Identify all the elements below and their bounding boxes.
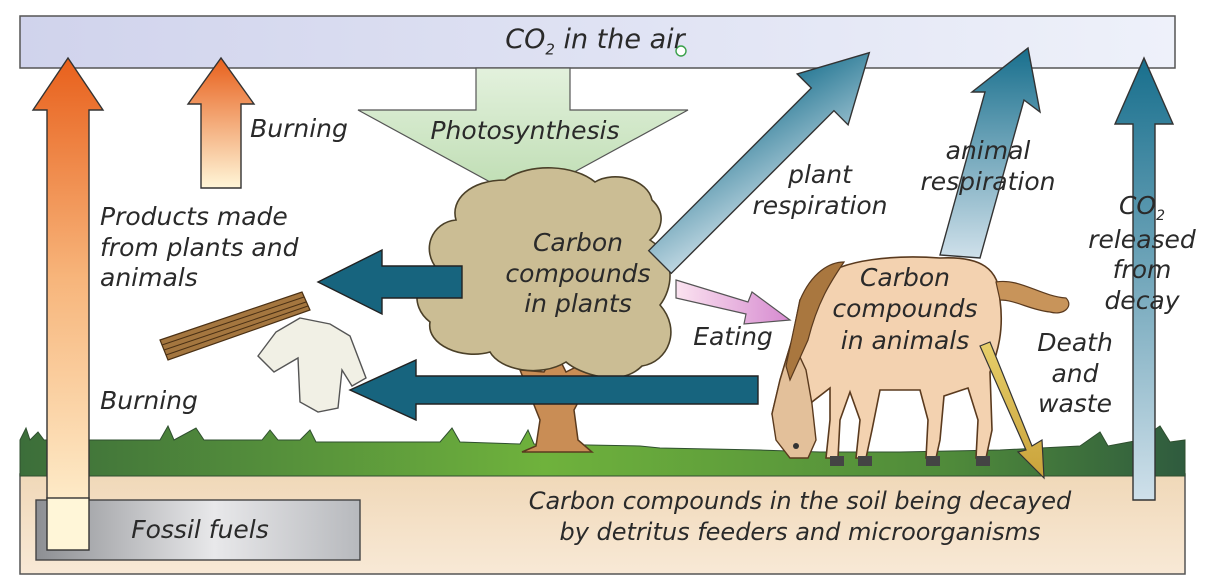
air-band (19, 15, 1176, 69)
burning-arrow-products (186, 56, 256, 189)
shirt (257, 317, 367, 413)
burning-arrow-shaft-front (46, 497, 90, 551)
photosynthesis-arrow (357, 67, 689, 201)
eating-label: Eating (693, 322, 773, 351)
animals-label: Carbon compounds in animals (832, 263, 978, 355)
animal-respiration-arrow (939, 46, 1042, 259)
wood-planks (159, 291, 311, 361)
swirl-icon (675, 45, 687, 57)
plant-respiration-arrow (647, 51, 871, 275)
fossil-fuels-box (35, 499, 361, 561)
eating-arrow (675, 279, 792, 325)
soil-label: Carbon compounds in the soil being decay… (528, 487, 1072, 547)
photosynthesis-label: Photosynthesis (430, 116, 620, 145)
decay-co2-sub: 2 (1156, 207, 1166, 224)
plants-to-products-arrow (316, 248, 463, 316)
air-co2-sub: 2 (545, 40, 555, 59)
death-waste-arrow (979, 341, 1045, 480)
air-label: CO2 in the air (0, 24, 1190, 58)
grass-strip (19, 424, 1186, 477)
plant-respiration-label: plant respiration (752, 160, 888, 220)
death-waste-label: Death and waste (1037, 328, 1113, 418)
burning-arrow-fossil (31, 56, 105, 549)
plants-label: Carbon compounds in plants (505, 228, 651, 318)
burning-bottom-label: Burning (100, 386, 198, 415)
burning-top-label: Burning (250, 114, 348, 143)
animal-respiration-label: animal respiration (920, 136, 1056, 196)
decay-co2: CO (1118, 190, 1157, 220)
products-label: Products made from plants and animals (100, 202, 299, 292)
animals-to-products-arrow (348, 358, 759, 422)
decay-rest: released from decay (1088, 224, 1196, 315)
fossil-fuels-label: Fossil fuels (131, 515, 269, 544)
air-rest: in the air (554, 24, 685, 55)
decay-respiration-arrow (1113, 56, 1175, 501)
air-co2: CO (505, 24, 546, 55)
